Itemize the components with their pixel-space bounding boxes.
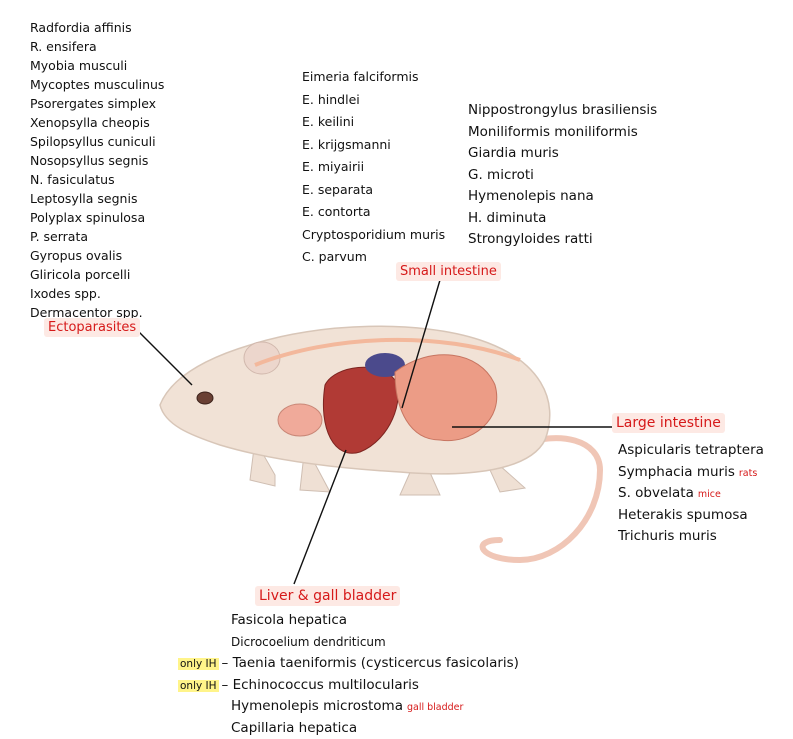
list-item: Gyropus ovalis	[30, 246, 164, 265]
ectoparasites-list: Radfordia affinis R. ensifera Myobia mus…	[30, 18, 164, 322]
list-item: E. hindlei	[302, 89, 445, 112]
list-item: Polyplax spinulosa	[30, 208, 164, 227]
small-intestine-label: Small intestine	[396, 262, 501, 281]
list-item: Psorergates simplex	[30, 94, 164, 113]
list-item: only IH– Taenia taeniformis (cysticercus…	[178, 653, 519, 675]
list-item: Giardia muris	[468, 143, 657, 165]
liver-label: Liver & gall bladder	[255, 586, 400, 606]
list-item: Nosopsyllus segnis	[30, 151, 164, 170]
list-item: Hymenolepis nana	[468, 186, 657, 208]
list-item: R. ensifera	[30, 37, 164, 56]
list-item: Strongyloides ratti	[468, 229, 657, 251]
list-item: Fasicola hepatica	[178, 610, 519, 632]
list-item: E. separata	[302, 179, 445, 202]
list-item: E. krijgsmanni	[302, 134, 445, 157]
list-item: Aspicularis tetraptera	[618, 440, 764, 462]
list-item: Cryptosporidium muris	[302, 224, 445, 247]
list-item: Mycoptes musculinus	[30, 75, 164, 94]
list-item: only IH– Echinococcus multilocularis	[178, 675, 519, 697]
list-item: E. contorta	[302, 201, 445, 224]
list-item: H. diminuta	[468, 208, 657, 230]
eimeria-list: Eimeria falciformis E. hindlei E. keilin…	[302, 66, 445, 269]
list-item: Myobia musculi	[30, 56, 164, 75]
liver-list: Fasicola hepatica Dicrocoelium dendritic…	[178, 610, 519, 739]
list-item: Nippostrongylus brasiliensis	[468, 100, 657, 122]
large-intestine-label: Large intestine	[612, 413, 725, 433]
small-intestine-list: Nippostrongylus brasiliensis Moniliformi…	[468, 100, 657, 251]
list-item: Trichuris muris	[618, 526, 764, 548]
list-item: Ixodes spp.	[30, 284, 164, 303]
list-item: Dicrocoelium dendriticum	[178, 632, 519, 654]
list-item: Gliricola porcelli	[30, 265, 164, 284]
list-item: G. microti	[468, 165, 657, 187]
list-item: Xenopsylla cheopis	[30, 113, 164, 132]
list-item: Moniliformis moniliformis	[468, 122, 657, 144]
list-item: Eimeria falciformis	[302, 66, 445, 89]
ectoparasites-label: Ectoparasites	[44, 318, 140, 337]
list-item: N. fasiculatus	[30, 170, 164, 189]
list-item: Spilopsyllus cuniculi	[30, 132, 164, 151]
list-item: E. keilini	[302, 111, 445, 134]
list-item: P. serrata	[30, 227, 164, 246]
list-item: Capillaria hepatica	[178, 718, 519, 739]
list-item: Heterakis spumosa	[618, 505, 764, 527]
list-item: Radfordia affinis	[30, 18, 164, 37]
list-item: E. miyairii	[302, 156, 445, 179]
list-item: Leptosylla segnis	[30, 189, 164, 208]
